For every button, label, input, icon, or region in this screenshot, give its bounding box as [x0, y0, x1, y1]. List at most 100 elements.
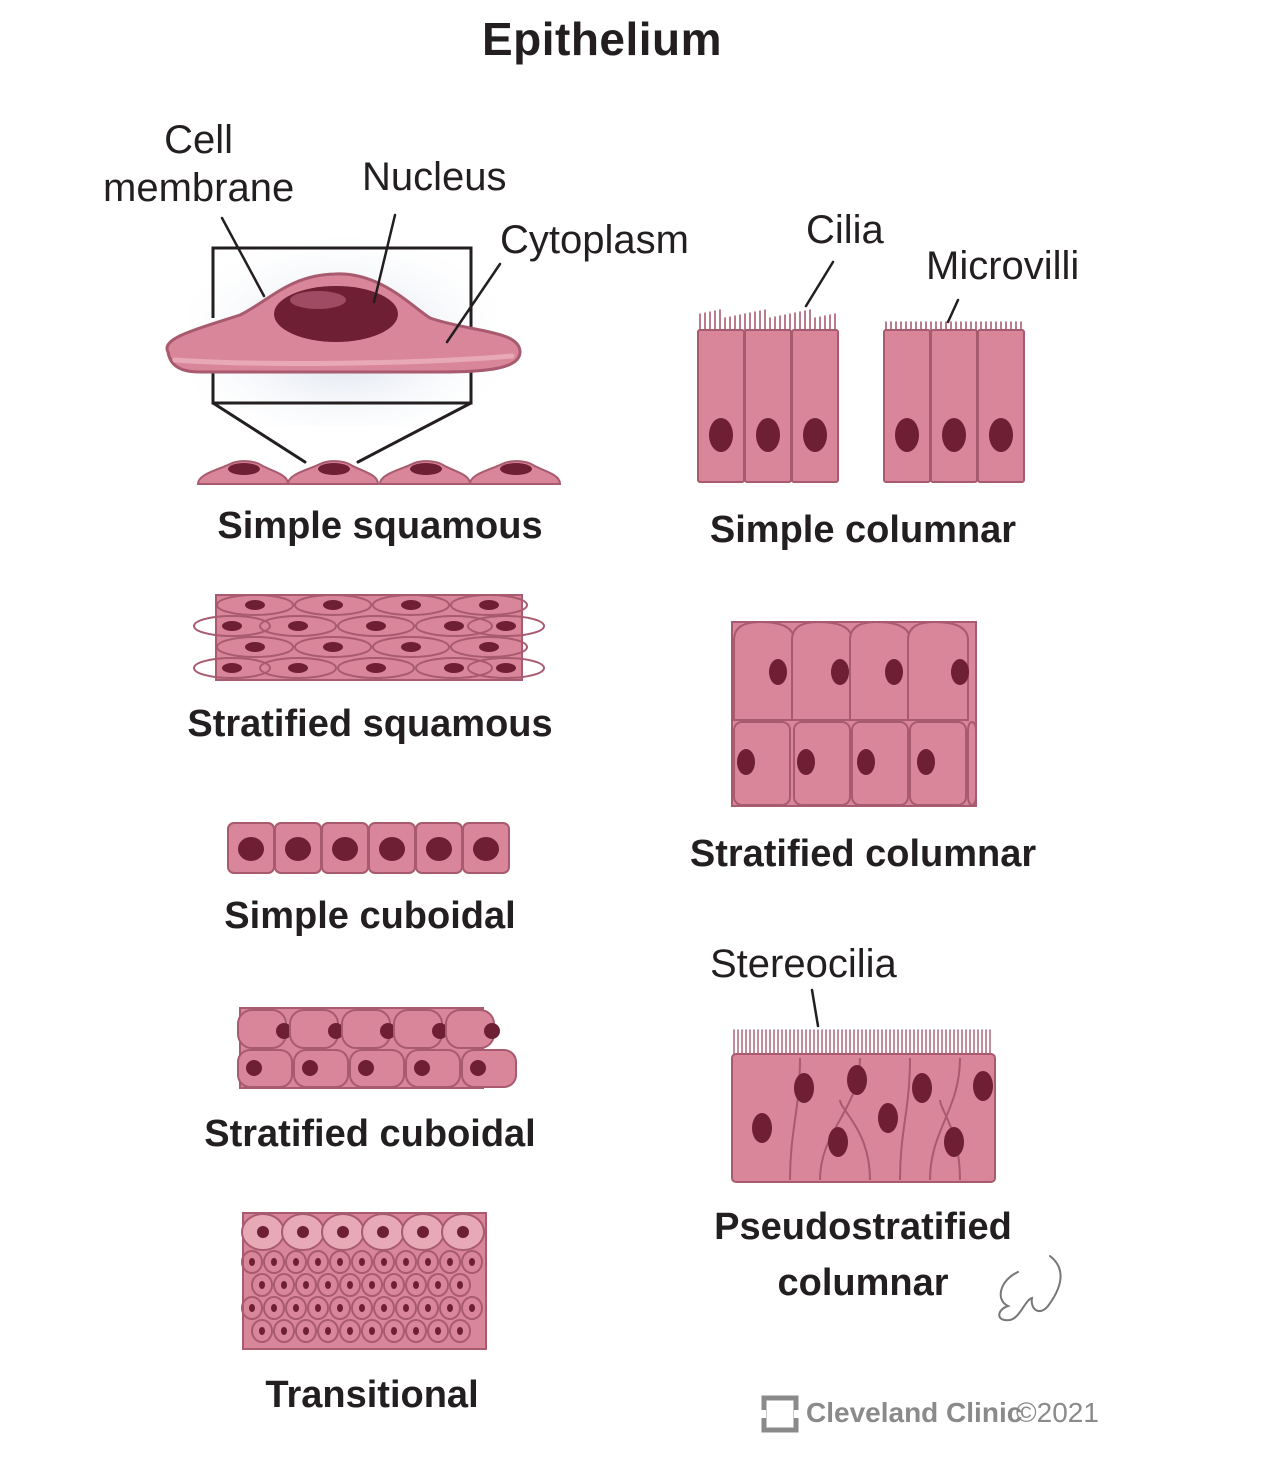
basal-cell — [461, 1250, 483, 1274]
leader-cell-membrane — [220, 216, 266, 298]
basal-nucleus — [303, 1327, 309, 1335]
flat-cell — [415, 615, 493, 637]
basal-cell — [427, 1319, 449, 1343]
basal-cell — [361, 1273, 383, 1297]
basal-cell — [317, 1273, 339, 1297]
flat-cell — [450, 594, 528, 616]
basal-cell — [417, 1250, 439, 1274]
flat-cell — [294, 594, 372, 616]
nucleus — [479, 600, 499, 610]
basal-nucleus — [457, 1327, 463, 1335]
basal-cell — [263, 1296, 285, 1320]
basal-cell — [405, 1273, 427, 1297]
basal-nucleus — [425, 1304, 431, 1312]
nucleus — [332, 837, 358, 861]
annotation-microvilli: Microvilli — [926, 244, 1080, 288]
basal-cell — [383, 1273, 405, 1297]
basal-nucleus — [413, 1281, 419, 1289]
flat-cell — [193, 615, 271, 637]
basal-nucleus — [435, 1281, 441, 1289]
flat-cell — [467, 615, 545, 637]
annotation-cell-membrane: Cell membrane — [103, 118, 295, 210]
squamous-cell-callout — [165, 236, 522, 464]
basal-cell — [273, 1273, 295, 1297]
nucleus — [878, 1103, 898, 1133]
basal-nucleus — [469, 1304, 475, 1312]
basal-cell — [329, 1250, 351, 1274]
basal-nucleus — [403, 1304, 409, 1312]
flat-cell — [259, 615, 337, 637]
cell-border — [899, 1057, 911, 1181]
brand-name: Cleveland Clinic — [806, 1397, 1023, 1428]
basal-cell — [439, 1296, 461, 1320]
basal-nucleus — [259, 1327, 265, 1335]
basal-nucleus — [259, 1281, 265, 1289]
basal-cell — [793, 721, 851, 806]
cuboidal-cell — [237, 1049, 293, 1088]
basal-cell — [439, 1250, 461, 1274]
cleveland-clinic-logo-icon — [758, 1395, 802, 1433]
nucleus — [426, 837, 452, 861]
stratified-squamous-illustration — [193, 594, 545, 681]
nucleus — [379, 837, 405, 861]
basal-cell — [383, 1319, 405, 1343]
basal-nucleus — [447, 1304, 453, 1312]
basal-cell — [351, 1250, 373, 1274]
page-title: Epithelium — [481, 13, 723, 65]
callout-frame — [211, 246, 473, 405]
flat-cell — [415, 657, 493, 679]
nucleus — [288, 663, 308, 673]
basal-cell — [909, 721, 967, 806]
stratified-columnar-illustration — [731, 620, 977, 807]
basal-nucleus — [281, 1281, 287, 1289]
flat-cell — [467, 657, 545, 679]
basal-nucleus — [315, 1258, 321, 1266]
cuboidal-cell — [461, 1049, 517, 1088]
basal-cell — [967, 721, 977, 806]
nucleus — [496, 621, 516, 631]
label-pseudostratified-line2: columnar — [777, 1262, 949, 1304]
basal-cell — [733, 721, 791, 806]
nucleus — [302, 1060, 318, 1076]
signature-stroke — [998, 1255, 1062, 1322]
nucleus — [276, 1023, 292, 1039]
basal-cell — [317, 1319, 339, 1343]
basal-nucleus — [315, 1304, 321, 1312]
basal-nucleus — [381, 1258, 387, 1266]
flat-cell — [450, 636, 528, 658]
nucleus — [794, 1073, 814, 1103]
nucleus — [885, 659, 903, 685]
logo-square — [761, 1395, 799, 1433]
cell — [697, 329, 745, 483]
nucleus — [973, 1071, 993, 1101]
label-stratified-columnar: Stratified columnar — [689, 833, 1037, 875]
basal-cell — [351, 1296, 373, 1320]
nucleus — [709, 418, 733, 452]
cuboidal-cell — [349, 1049, 405, 1088]
nucleus — [473, 837, 499, 861]
nucleus — [401, 642, 421, 652]
basal-cell — [251, 1319, 273, 1343]
cell — [791, 329, 839, 483]
basal-nucleus — [359, 1258, 365, 1266]
logo-inner — [774, 1408, 786, 1420]
nucleus — [496, 663, 516, 673]
callout-line — [211, 401, 307, 464]
nucleus — [337, 1226, 349, 1238]
basal-nucleus — [271, 1304, 277, 1312]
basal-cell — [307, 1250, 329, 1274]
label-transitional: Transitional — [265, 1374, 479, 1416]
flat-cell — [294, 636, 372, 658]
nucleus — [414, 1060, 430, 1076]
nucleus — [769, 659, 787, 685]
basal-nucleus — [359, 1304, 365, 1312]
flat-cell — [372, 636, 450, 658]
basal-cell — [373, 1250, 395, 1274]
nucleus — [470, 1060, 486, 1076]
cell-border — [939, 1099, 961, 1181]
nucleus — [417, 1226, 429, 1238]
basal-cell — [417, 1296, 439, 1320]
nucleus — [737, 749, 755, 775]
nucleus — [942, 418, 966, 452]
